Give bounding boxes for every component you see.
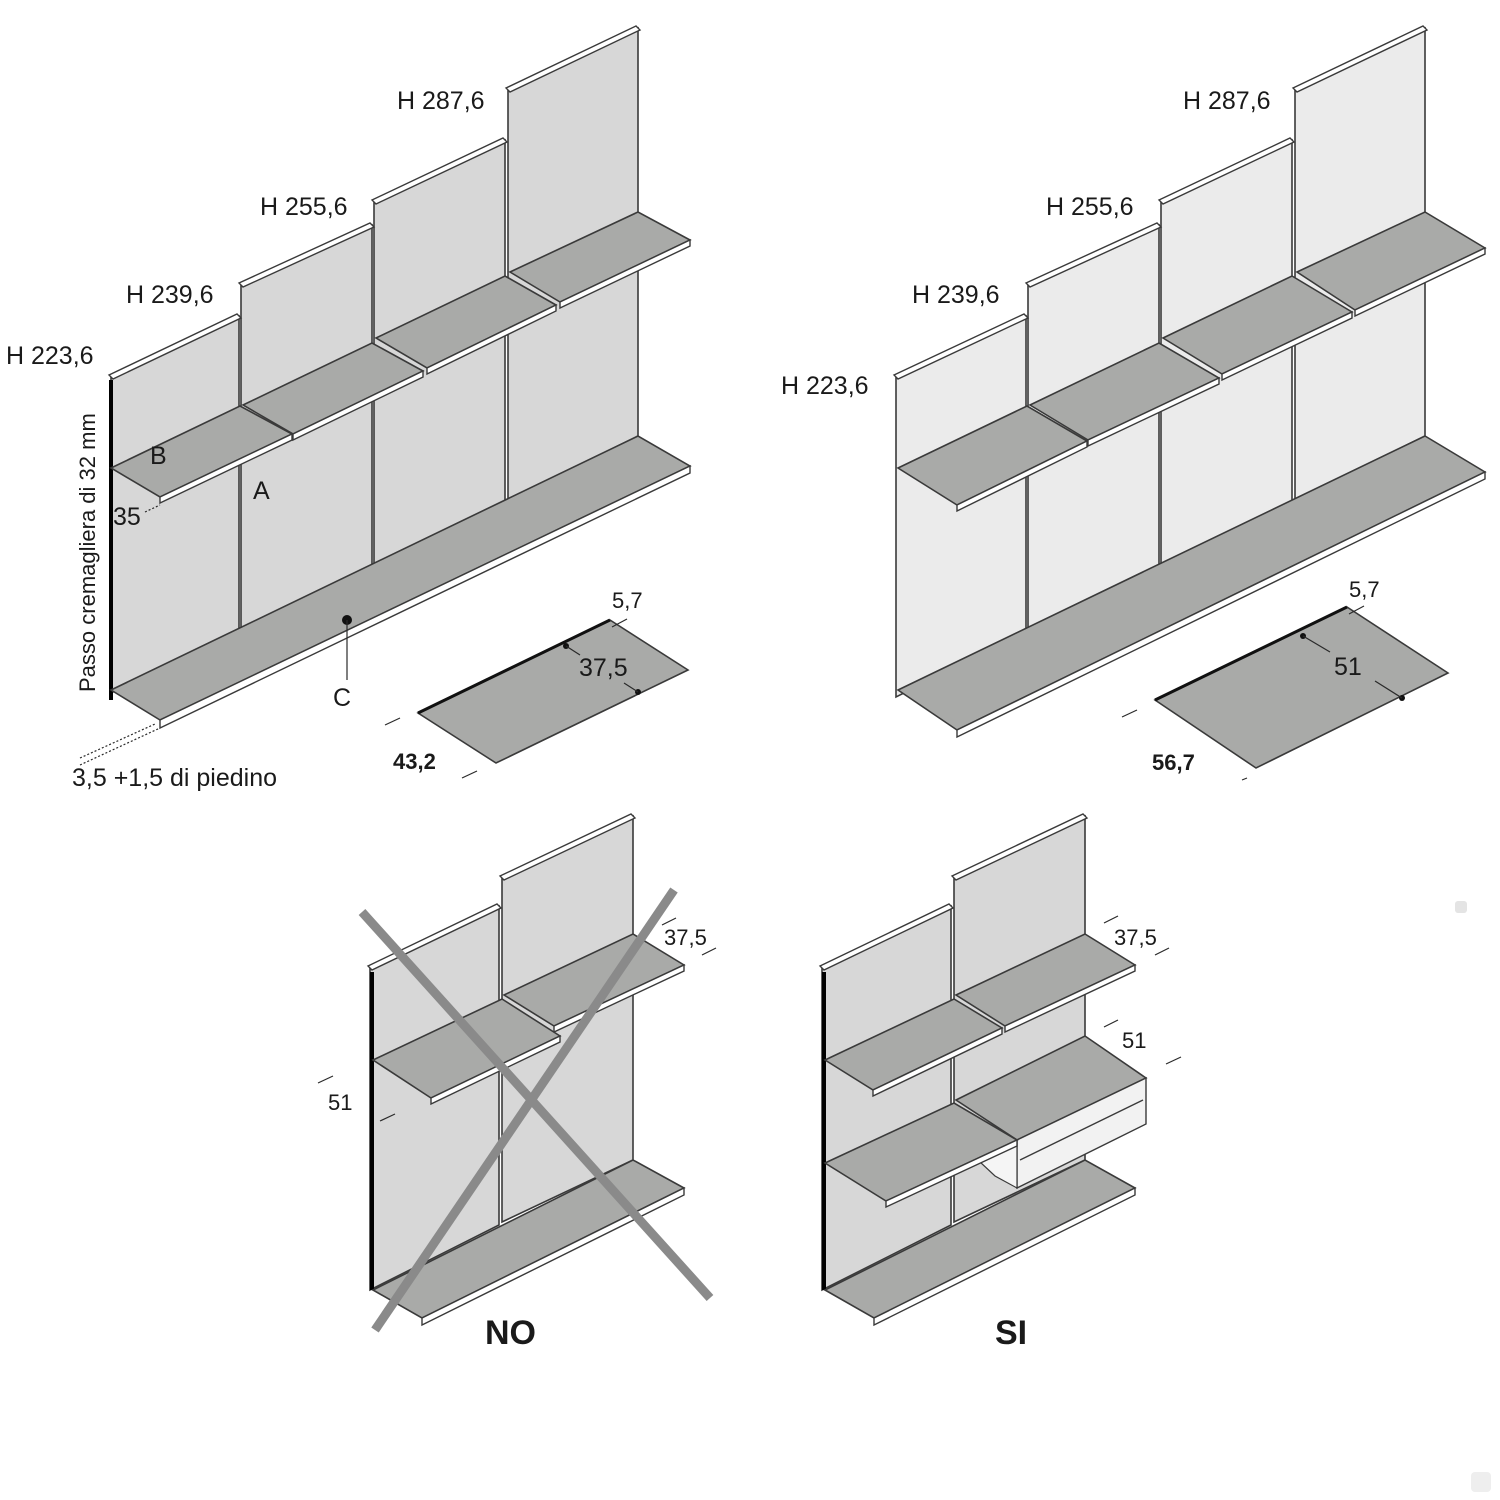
dim-left: 51: [328, 1090, 352, 1115]
cross-line-2: [371, 887, 678, 1333]
corner-mark-icon: [1455, 901, 1467, 913]
dim-middle: 51: [1122, 1028, 1146, 1053]
cross-line-1: [358, 908, 714, 1302]
diagram-top-right: H 223,6 H 239,6 H 255,6 H 287,6 5,7 51 5…: [781, 25, 1487, 781]
watermark-icon: [1471, 1472, 1491, 1492]
height-label-2: H 239,6: [912, 281, 1000, 309]
rack-pitch-label: Passo cremagliera di 32 mm: [75, 413, 100, 692]
height-label-3: H 255,6: [1046, 193, 1134, 221]
dim-35: 35: [113, 503, 141, 531]
dim-upper: 37,5: [1114, 925, 1157, 950]
detail-depth: 56,7: [1152, 750, 1195, 775]
detail-span: 37,5: [579, 654, 628, 682]
height-label-3: H 255,6: [260, 193, 348, 221]
detail-span: 51: [1334, 653, 1362, 681]
detail-inset: 5,7: [612, 588, 643, 613]
diagram-bottom-right: 37,5 51 SI: [818, 813, 1182, 1352]
marker-b: B: [150, 442, 167, 470]
detail-shelf: [416, 619, 690, 764]
height-label-1: H 223,6: [6, 342, 94, 370]
marker-c: C: [333, 684, 351, 712]
detail-inset: 5,7: [1349, 577, 1380, 602]
diagram-top-left: H 223,6 H 239,6 H 255,6 H 287,6 Passo cr…: [6, 25, 692, 792]
height-label-4: H 287,6: [397, 87, 485, 115]
height-label-1: H 223,6: [781, 372, 869, 400]
verdict-si: SI: [995, 1314, 1027, 1352]
height-label-4: H 287,6: [1183, 87, 1271, 115]
marker-a: A: [253, 477, 270, 505]
foot-label: 3,5 +1,5 di piedino: [72, 764, 277, 792]
detail-depth: 43,2: [393, 749, 436, 774]
diagram-bottom-left: 37,5 51 NO: [317, 813, 717, 1352]
dim-upper: 37,5: [664, 925, 707, 950]
drawer-divider: [1019, 1099, 1144, 1161]
verdict-no: NO: [485, 1314, 536, 1352]
panel-left: [821, 904, 952, 1292]
height-label-2: H 239,6: [126, 281, 214, 309]
detail-shelf: [1153, 606, 1450, 769]
